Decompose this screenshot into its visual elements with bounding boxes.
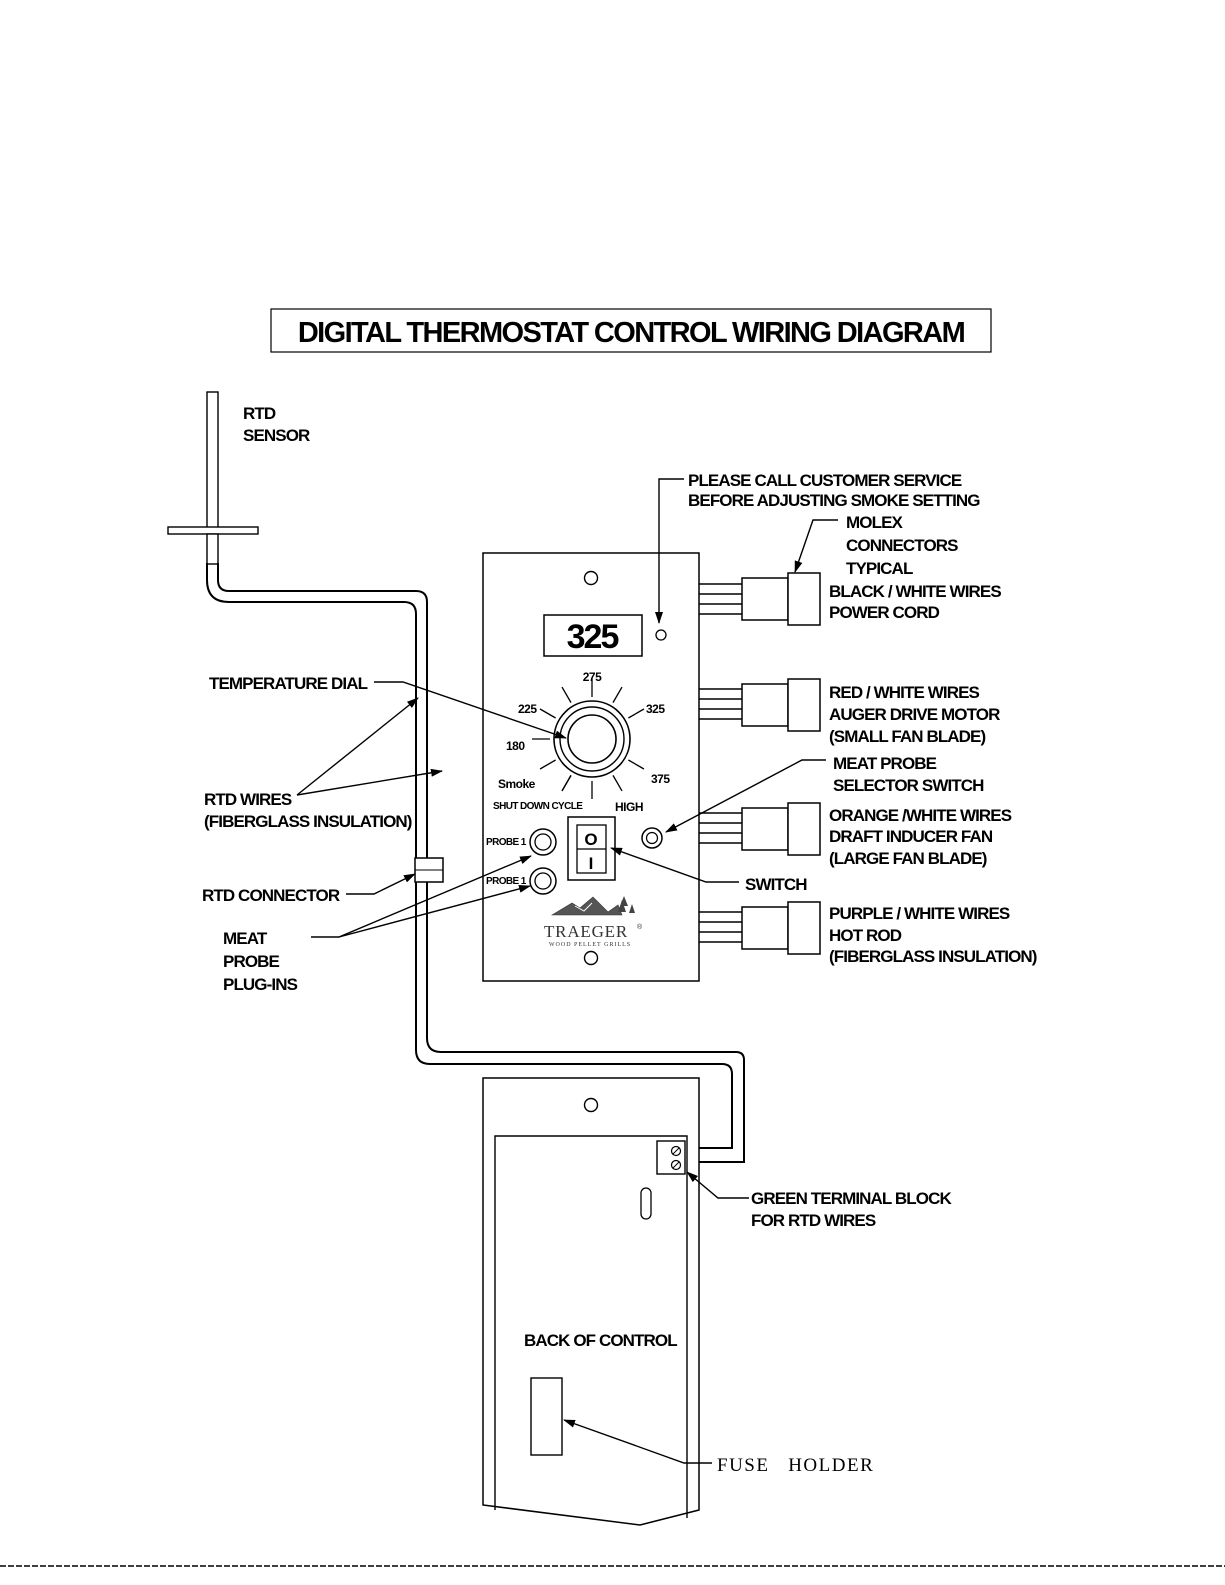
dial-label-180: 180 [506, 739, 525, 753]
label-rtd-sensor-1: RTD [243, 404, 276, 423]
switch-off-label: O [584, 830, 597, 849]
label-black-white-2: POWER CORD [829, 603, 940, 622]
label-green-terminal-2: FOR RTD WIRES [751, 1211, 876, 1230]
wire-harness-purple-white [699, 901, 821, 955]
brand-tagline: WOOD PELLET GRILLS [549, 942, 631, 948]
label-red-white-2: AUGER DRIVE MOTOR [829, 705, 1000, 724]
dial-tick-marks [532, 679, 645, 799]
label-switch: SWITCH [745, 875, 807, 894]
back-mount-hole [583, 1097, 599, 1113]
probe-jack-1[interactable] [529, 828, 557, 856]
power-switch[interactable]: O I [567, 816, 616, 881]
label-meat-probe-3: PLUG-INS [223, 975, 298, 994]
dial-tick [628, 759, 645, 770]
fuse-holder [530, 1377, 563, 1456]
dial-label-shutdown: SHUT DOWN CYCLE [493, 801, 583, 812]
dial-label-225: 225 [518, 702, 537, 716]
wire-harness-black-white [699, 572, 821, 626]
probe-label-1: PROBE 1 [486, 837, 527, 848]
label-purple-white-1: PURPLE / WHITE WIRES [829, 904, 1010, 923]
dial-label-325: 325 [646, 702, 665, 716]
label-orange-white-3: (LARGE FAN BLADE) [829, 849, 987, 868]
probe-jack-2[interactable] [529, 867, 557, 895]
dial-tick [612, 775, 623, 792]
dial-tick [539, 759, 556, 770]
label-customer-service-2: BEFORE ADJUSTING SMOKE SETTING [688, 491, 980, 510]
rtd-wire [206, 563, 745, 1163]
label-purple-white-3: (FIBERGLASS INSULATION) [829, 947, 1037, 966]
label-green-terminal-1: GREEN TERMINAL BLOCK [751, 1189, 952, 1208]
dial-tick [539, 708, 556, 719]
label-molex-1: MOLEX [846, 513, 904, 532]
traeger-logo: TRAEGER ® WOOD PELLET GRILLS [544, 896, 643, 948]
label-purple-white-2: HOT ROD [829, 926, 902, 945]
dial-tick [612, 686, 623, 703]
leader-lines [296, 478, 838, 1464]
brand-mark: ® [637, 923, 643, 931]
label-orange-white-2: DRAFT INDUCER FAN [829, 827, 993, 846]
green-terminal-block [656, 1140, 686, 1175]
mount-hole-bottom [583, 950, 599, 966]
label-meat-probe-1: MEAT [223, 929, 268, 948]
label-fuse-holder: FUSE HOLDER [717, 1455, 874, 1476]
label-red-white-1: RED / WHITE WIRES [829, 683, 980, 702]
mount-hole-top [583, 570, 599, 586]
label-orange-white-1: ORANGE /WHITE WIRES [829, 806, 1012, 825]
wire-harness-red-white [699, 678, 821, 732]
dial-tick [628, 708, 645, 719]
label-rtd-wires-1: RTD WIRES [204, 790, 292, 809]
dial-label-high: HIGH [615, 800, 643, 814]
label-selector-switch-2: SELECTOR SWITCH [833, 776, 984, 795]
temperature-dial[interactable] [532, 679, 645, 799]
label-red-white-3: (SMALL FAN BLADE) [829, 727, 985, 746]
brand-name: TRAEGER [544, 922, 628, 941]
probe-selector-switch[interactable] [641, 827, 663, 849]
display-value: 325 [567, 618, 619, 656]
back-of-control [482, 1077, 700, 1526]
label-temperature-dial: TEMPERATURE DIAL [209, 674, 368, 693]
rtd-sensor [167, 391, 259, 565]
title-frame [270, 308, 992, 353]
switch-on-label: I [589, 854, 594, 873]
dial-label-275: 275 [583, 670, 602, 684]
label-selector-switch-1: MEAT PROBE [833, 754, 937, 773]
control-panel: 325 275 225 325 180 Smoke 375 SHUT DOWN … [482, 552, 700, 982]
label-customer-service-1: PLEASE CALL CUSTOMER SERVICE [688, 471, 962, 490]
dial-tick [561, 775, 572, 792]
label-rtd-wires-2: (FIBERGLASS INSULATION) [204, 812, 412, 831]
label-meat-probe-2: PROBE [223, 952, 280, 971]
diagram-title: DIGITAL THERMOSTAT CONTROL WIRING DIAGRA… [298, 317, 965, 349]
probe-label-2: PROBE 1 [486, 876, 527, 887]
label-molex-3: TYPICAL [846, 559, 913, 578]
temperature-display [543, 614, 643, 657]
label-rtd-sensor-2: SENSOR [243, 426, 310, 445]
wire-harness-orange-white [699, 802, 821, 856]
dial-label-smoke: Smoke [498, 777, 536, 791]
dial-label-375: 375 [651, 772, 670, 786]
label-black-white-1: BLACK / WHITE WIRES [829, 582, 1001, 601]
label-rtd-connector: RTD CONNECTOR [202, 886, 340, 905]
smoke-adjust-hole [655, 629, 667, 641]
back-slot [640, 1187, 652, 1220]
label-back-of-control: BACK OF CONTROL [524, 1331, 677, 1350]
dial-tick [561, 686, 572, 703]
label-molex-2: CONNECTORS [846, 536, 958, 555]
